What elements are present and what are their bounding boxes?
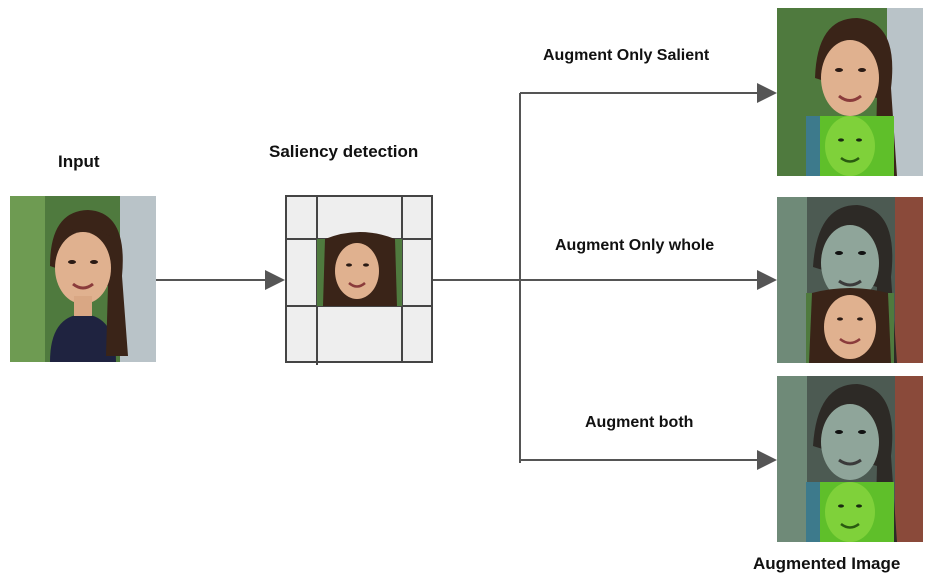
salient-face-crop: [317, 232, 402, 306]
augmented-salient-patch: [806, 116, 894, 176]
input-label: Input: [58, 152, 100, 171]
output-salient-augmented-image: [777, 8, 923, 176]
input-portrait-image: [10, 196, 156, 362]
augmented-salient-patch: [806, 482, 894, 542]
output-both-augmented-image: [777, 376, 923, 542]
augmented-image-label: Augmented Image: [753, 554, 901, 573]
saliency-detection-label: Saliency detection: [269, 142, 419, 161]
saliency-grid: [285, 195, 433, 365]
augment-only-salient-label: Augment Only Salient: [543, 47, 710, 64]
augment-both-label: Augment both: [585, 414, 694, 431]
augment-only-whole-label: Augment Only whole: [555, 237, 715, 254]
output-whole-augmented-image: [777, 197, 923, 363]
original-salient-patch: [806, 288, 894, 363]
